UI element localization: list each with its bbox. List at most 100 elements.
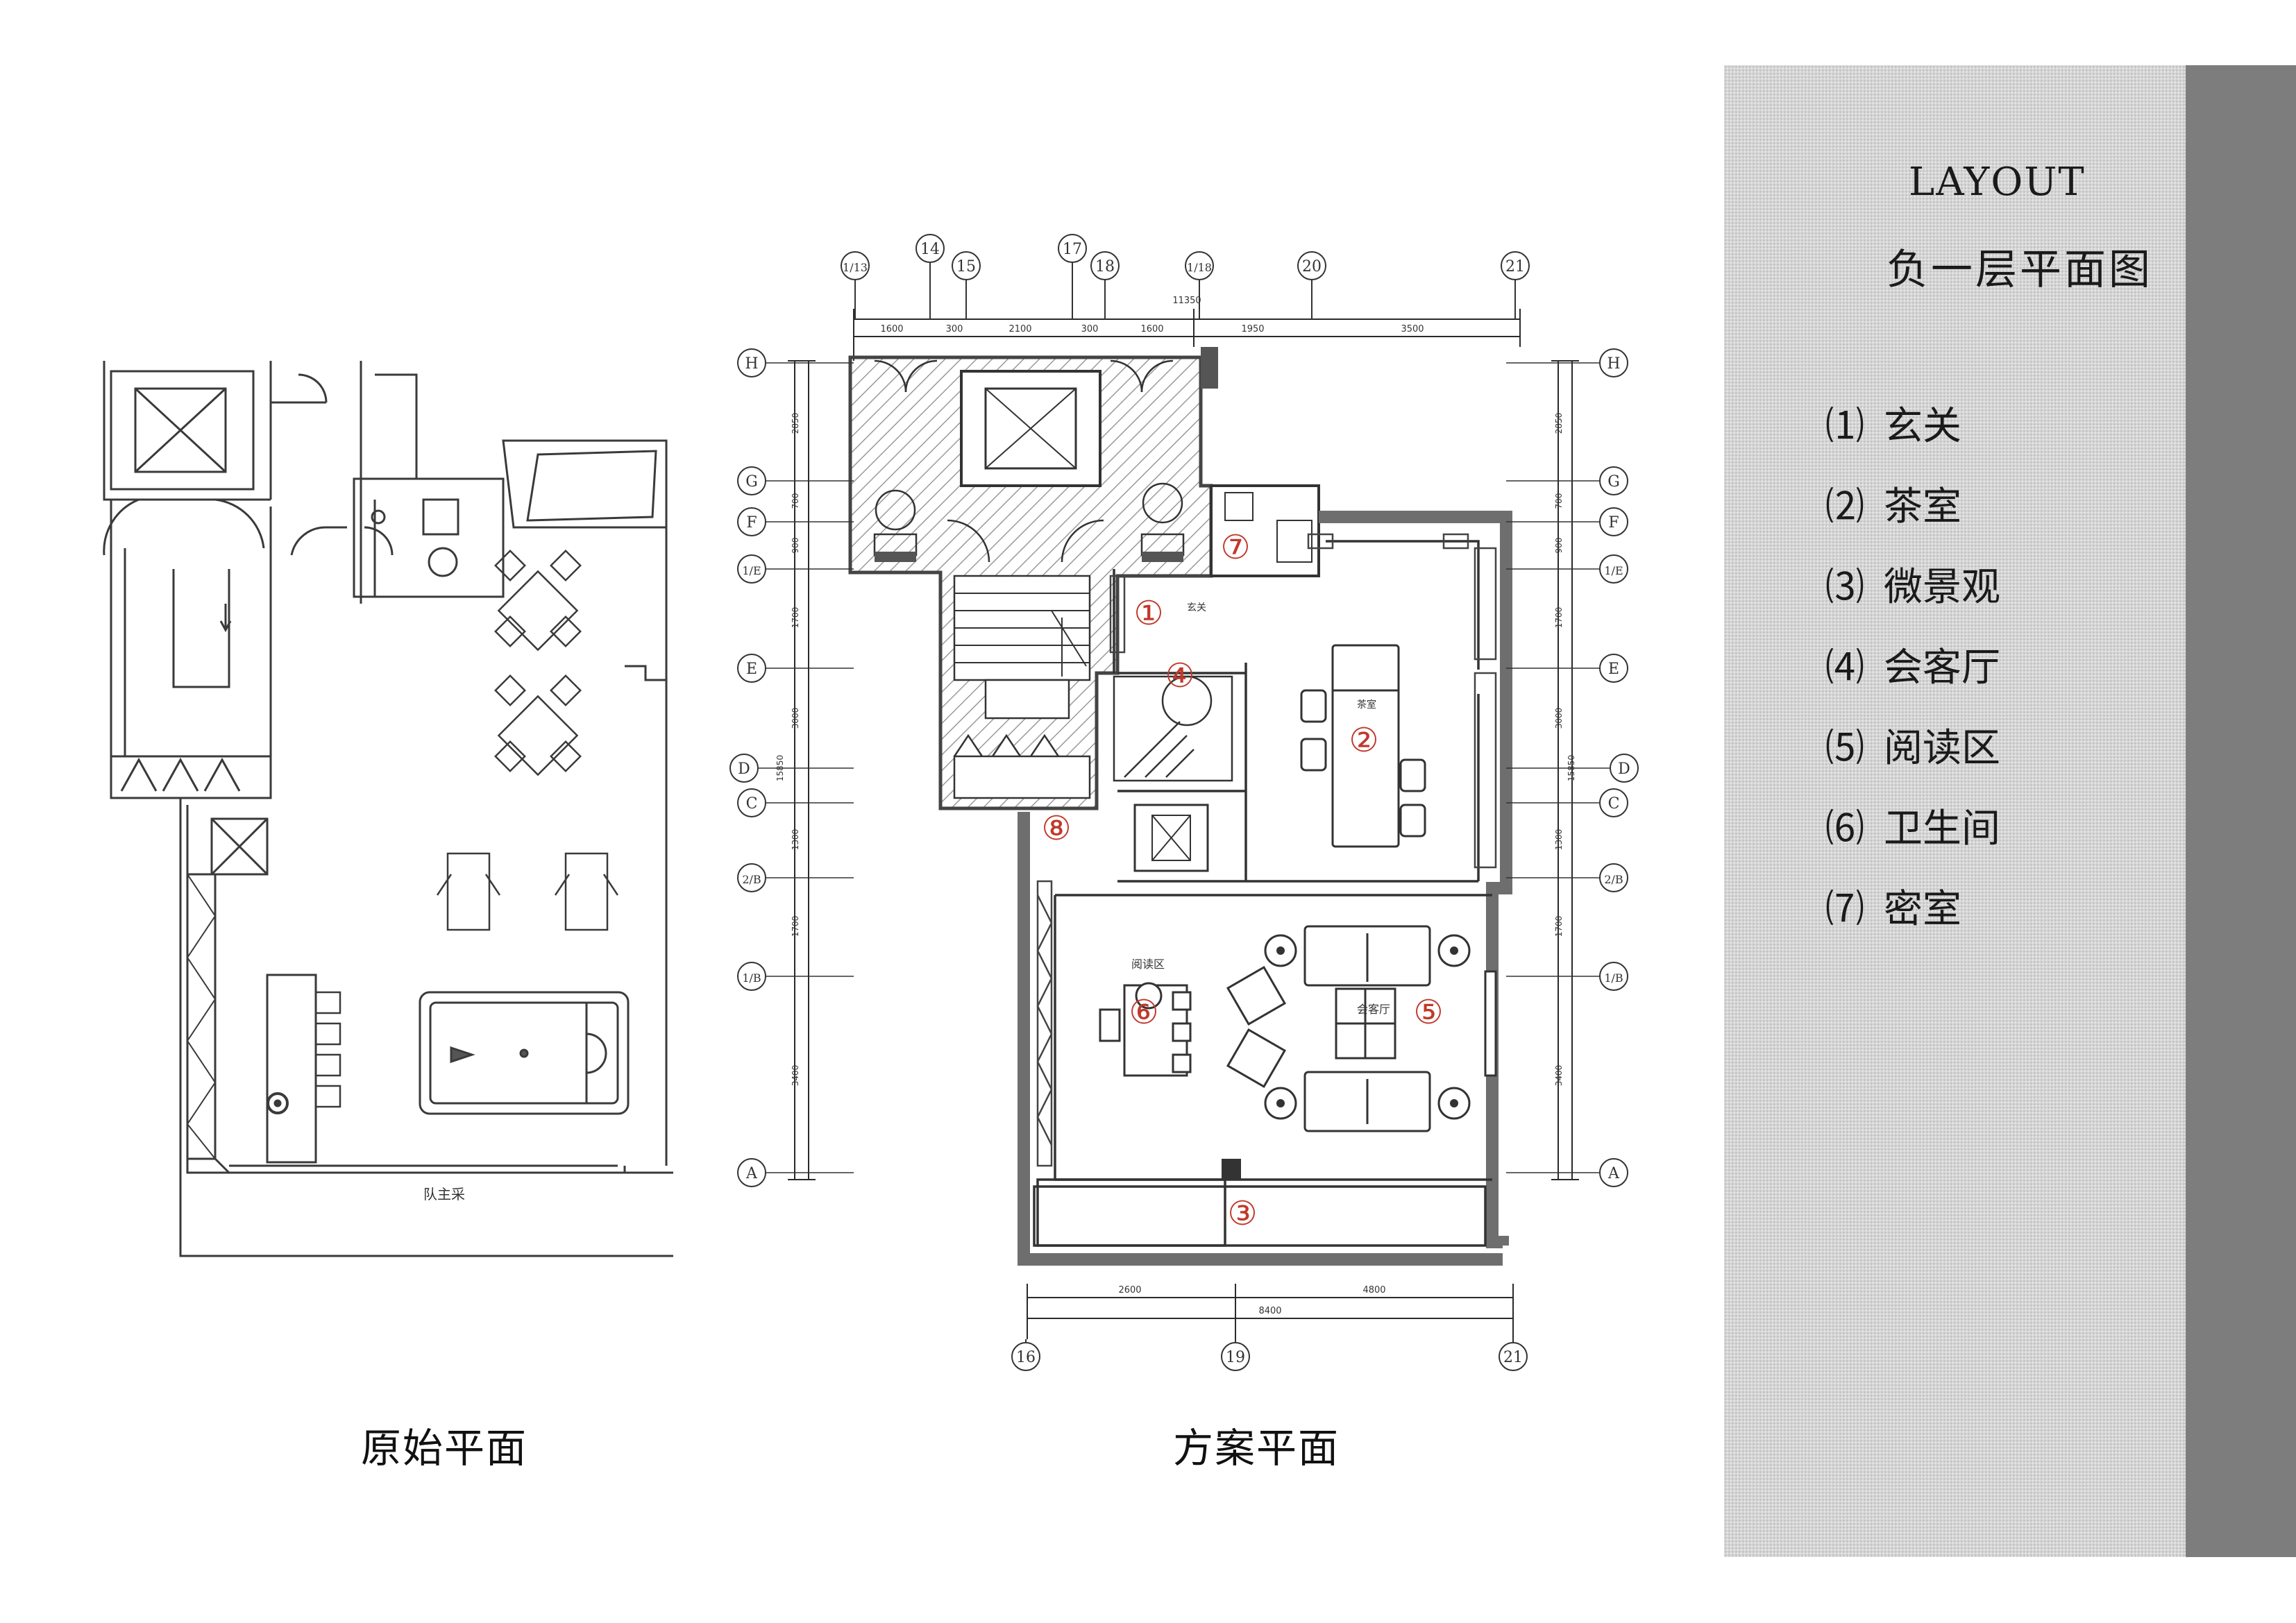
side-dimension: 1300 — [791, 829, 800, 851]
right-axis-bubble-label: 1/B — [1604, 971, 1623, 985]
top-axis-bubble-label: 20 — [1302, 258, 1322, 275]
left-axis-bubble — [737, 554, 766, 584]
side-dimension: 2850 — [791, 413, 800, 434]
left-axis-bubble — [737, 507, 766, 536]
side-accent-bar — [2186, 65, 2296, 1557]
panel-title: LAYOUT — [1909, 160, 2086, 205]
left-axis-bubble — [737, 654, 766, 683]
right-axis-bubble — [1599, 507, 1628, 536]
left-axis-bubble — [737, 962, 766, 991]
legend-label: 卫生间 — [1884, 806, 2000, 851]
right-axis-bubble-label: G — [1607, 473, 1620, 491]
right-axis-bubble-label: D — [1618, 760, 1630, 778]
legend-number: ⑵ — [1825, 484, 1864, 529]
right-axis-bubble — [1599, 863, 1628, 892]
side-dimension: 3000 — [791, 708, 800, 729]
scheme-floor-plan — [788, 309, 1579, 1339]
original-floor-plan — [103, 361, 673, 1257]
legend-item: ⑴玄关 — [1825, 399, 2000, 479]
side-dimension: 700 — [1554, 493, 1564, 509]
scheme-room-markers: ① ② ③ ④ ⑤ ⑥ ⑦ ⑧ — [1041, 528, 1443, 1233]
right-axis-bubble — [1599, 788, 1628, 817]
top-axis-bubble — [1185, 251, 1214, 280]
total-height-dimension: 15850 — [775, 755, 785, 781]
top-axis-bubble-label: 14 — [920, 241, 940, 258]
right-axis-bubble — [1599, 962, 1628, 991]
legend-label: 密室 — [1884, 887, 1961, 932]
room-number-marker: ⑦ — [1220, 528, 1250, 567]
room-number-marker: ⑤ — [1413, 993, 1443, 1032]
room-number-marker: ③ — [1227, 1194, 1257, 1233]
side-dimension: 900 — [1554, 538, 1564, 554]
room-number-marker: ② — [1349, 721, 1378, 760]
legend-item: ⑸ 阅读区 — [1825, 721, 2000, 801]
panel-subtitle: 负一层平面图 — [1886, 246, 2153, 294]
legend-number: ⑷ — [1825, 645, 1864, 690]
top-dimension: 3500 — [1401, 324, 1424, 334]
room-legend: ⑴玄关⑵茶室⑶微景观⑷会客厅⑸阅读区⑹卫生间⑺密室 — [1825, 399, 2000, 962]
top-dimension: 300 — [1081, 324, 1099, 334]
side-dimension: 2850 — [1554, 413, 1564, 434]
legend-number: ⑹ — [1825, 806, 1864, 851]
left-axis-bubble-label: E — [746, 661, 757, 678]
bottom-axis-bubble — [1011, 1342, 1040, 1371]
top-axis-bubble — [1501, 251, 1530, 280]
bottom-axis-bubble — [1221, 1342, 1250, 1371]
top-axis-bubble-label: 15 — [956, 258, 976, 275]
layout-side-panel — [1724, 65, 2186, 1557]
side-dimension: 1700 — [1554, 916, 1564, 937]
right-axis-bubble-label: C — [1608, 795, 1620, 813]
top-dimension: 2100 — [1008, 324, 1031, 334]
room-label-lounge: 会客厅 — [1357, 1003, 1390, 1016]
caption-scheme-plan: 方案平面 — [1173, 1425, 1340, 1472]
legend-label: 阅读区 — [1884, 726, 2000, 771]
legend-number: ⑴ — [1825, 404, 1864, 449]
left-axis-bubble-label: F — [746, 514, 757, 532]
original-outdoor-label: 队主采 — [423, 1186, 465, 1203]
left-axis-bubble — [737, 788, 766, 817]
top-axis-bubble — [915, 234, 945, 263]
left-axis-bubble-label: A — [745, 1165, 758, 1182]
top-axis-bubble — [952, 251, 981, 280]
side-dimension: 900 — [791, 538, 800, 554]
right-axis-bubble-label: H — [1607, 355, 1620, 373]
left-axis-bubble — [729, 754, 759, 783]
top-axis-bubble-label: 1/13 — [843, 261, 868, 274]
side-dimension: 1700 — [791, 916, 800, 937]
legend-label: 微景观 — [1884, 565, 2000, 610]
top-axis-bubble-label: 17 — [1063, 241, 1082, 258]
bottom-dimension: 2600 — [1118, 1285, 1141, 1295]
left-axis-bubble — [737, 348, 766, 377]
right-axis-bubble-label: 1/E — [1604, 564, 1623, 577]
side-dimension: 1700 — [791, 607, 800, 629]
room-number-marker: ⑥ — [1129, 993, 1158, 1032]
legend-label: 茶室 — [1884, 484, 1961, 529]
left-axis-bubble-label: H — [745, 355, 758, 373]
caption-original-plan: 原始平面 — [361, 1425, 528, 1472]
bottom-axis-bubble-label: 21 — [1503, 1349, 1523, 1366]
bottom-dimension: 4800 — [1362, 1285, 1385, 1295]
side-dimension: 3000 — [1554, 708, 1564, 729]
bottom-axis-bubble-label: 19 — [1226, 1349, 1245, 1366]
legend-item: ⑹ 卫生间 — [1825, 801, 2000, 882]
legend-number: ⑸ — [1825, 726, 1864, 771]
right-axis-bubble-label: F — [1608, 514, 1619, 532]
side-dimension: 1700 — [1554, 607, 1564, 629]
legend-item: ⑺ 密室 — [1825, 882, 2000, 962]
side-dimension: 700 — [791, 493, 800, 509]
right-axis-bubble — [1599, 554, 1628, 584]
left-axis-bubble-label: 1/E — [742, 564, 761, 577]
legend-number: ⑺ — [1825, 887, 1864, 932]
right-axis-bubble-label: 2/B — [1604, 873, 1623, 886]
top-dimension: 1600 — [1140, 324, 1163, 334]
left-axis-bubble — [737, 1158, 766, 1187]
room-number-marker: ① — [1133, 594, 1163, 633]
room-number-marker: ⑧ — [1041, 809, 1071, 848]
side-dimension: 1300 — [1554, 829, 1564, 851]
right-axis-bubble — [1599, 466, 1628, 495]
room-label-entry: 玄关 — [1187, 602, 1206, 613]
room-number-marker: ④ — [1165, 656, 1195, 695]
right-axis-bubble-label: A — [1607, 1165, 1620, 1182]
